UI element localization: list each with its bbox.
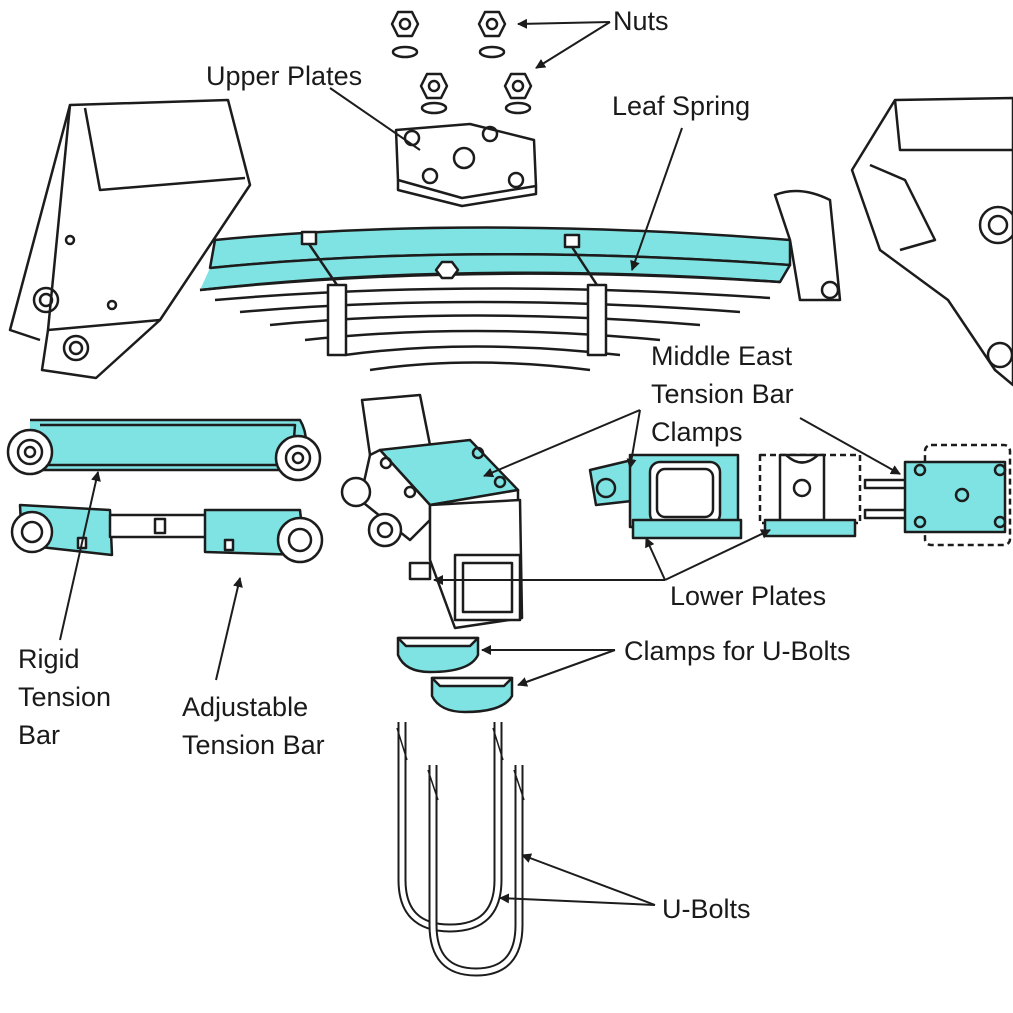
- ubolt-clamp-2: [430, 676, 514, 714]
- lower-plates-arrow-3: [664, 529, 771, 581]
- middle-east-clamp-view-2: [758, 453, 862, 538]
- label-middle-east-line-3: Clamps: [651, 417, 743, 447]
- upper-plate: [394, 122, 538, 208]
- adjustable-tension-bar: [10, 503, 324, 564]
- rigid-tension-bar: [6, 418, 322, 482]
- clamps-arrow-1: [483, 409, 641, 478]
- label-adjustable-line-1: Adjustable: [182, 692, 308, 722]
- nut-3: [419, 72, 449, 115]
- middle-east-clamp-view-3: [863, 443, 1012, 547]
- label-middle-east-line-2: Tension Bar: [651, 379, 794, 409]
- label-clamps-for-ubolts: Clamps for U-Bolts: [624, 636, 851, 666]
- leader-lines: [59, 18, 901, 906]
- nut-2: [477, 10, 507, 59]
- rigid-bar-arrow: [59, 471, 101, 641]
- leaf-spring-arrow: [630, 127, 683, 271]
- right-hanger: [850, 96, 1013, 387]
- label-nuts: Nuts: [613, 6, 669, 36]
- label-leaf-spring: Leaf Spring: [612, 91, 750, 121]
- leaf-spring: [199, 189, 842, 372]
- clamps-arrow-2: [626, 409, 641, 469]
- clamps-arrow-3: [799, 417, 901, 475]
- label-ubolts: U-Bolts: [662, 894, 751, 924]
- label-rigid-line-3: Bar: [18, 720, 60, 750]
- label-middle-east-line-1: Middle East: [651, 341, 793, 371]
- axle-seat: [340, 393, 524, 630]
- adjustable-bar-arrow: [215, 577, 243, 681]
- nut-1: [390, 10, 420, 59]
- ubolts-arrow-1: [521, 853, 656, 906]
- middle-east-clamp-view-1: [588, 453, 743, 540]
- ubolt-clamp-1: [396, 636, 480, 674]
- nut-4: [503, 72, 533, 115]
- nuts-arrow-2: [535, 21, 611, 69]
- ubolt-1: [396, 722, 504, 933]
- nuts-arrow-1: [517, 18, 611, 29]
- nuts-group: [390, 10, 533, 115]
- ubolt-2: [427, 765, 525, 977]
- label-upper-plates: Upper Plates: [206, 61, 362, 91]
- label-rigid-line-1: Rigid: [18, 644, 80, 674]
- ubolt-clamps-arrow-2: [517, 649, 616, 687]
- left-hanger: [8, 98, 252, 380]
- ubolts-arrow-2: [499, 893, 656, 906]
- label-adjustable-line-2: Tension Bar: [182, 730, 325, 760]
- label-rigid-line-2: Tension: [18, 682, 111, 712]
- label-lower-plates: Lower Plates: [670, 581, 826, 611]
- lower-plates-arrow-2: [645, 537, 666, 581]
- upper-plates-leader: [329, 87, 421, 151]
